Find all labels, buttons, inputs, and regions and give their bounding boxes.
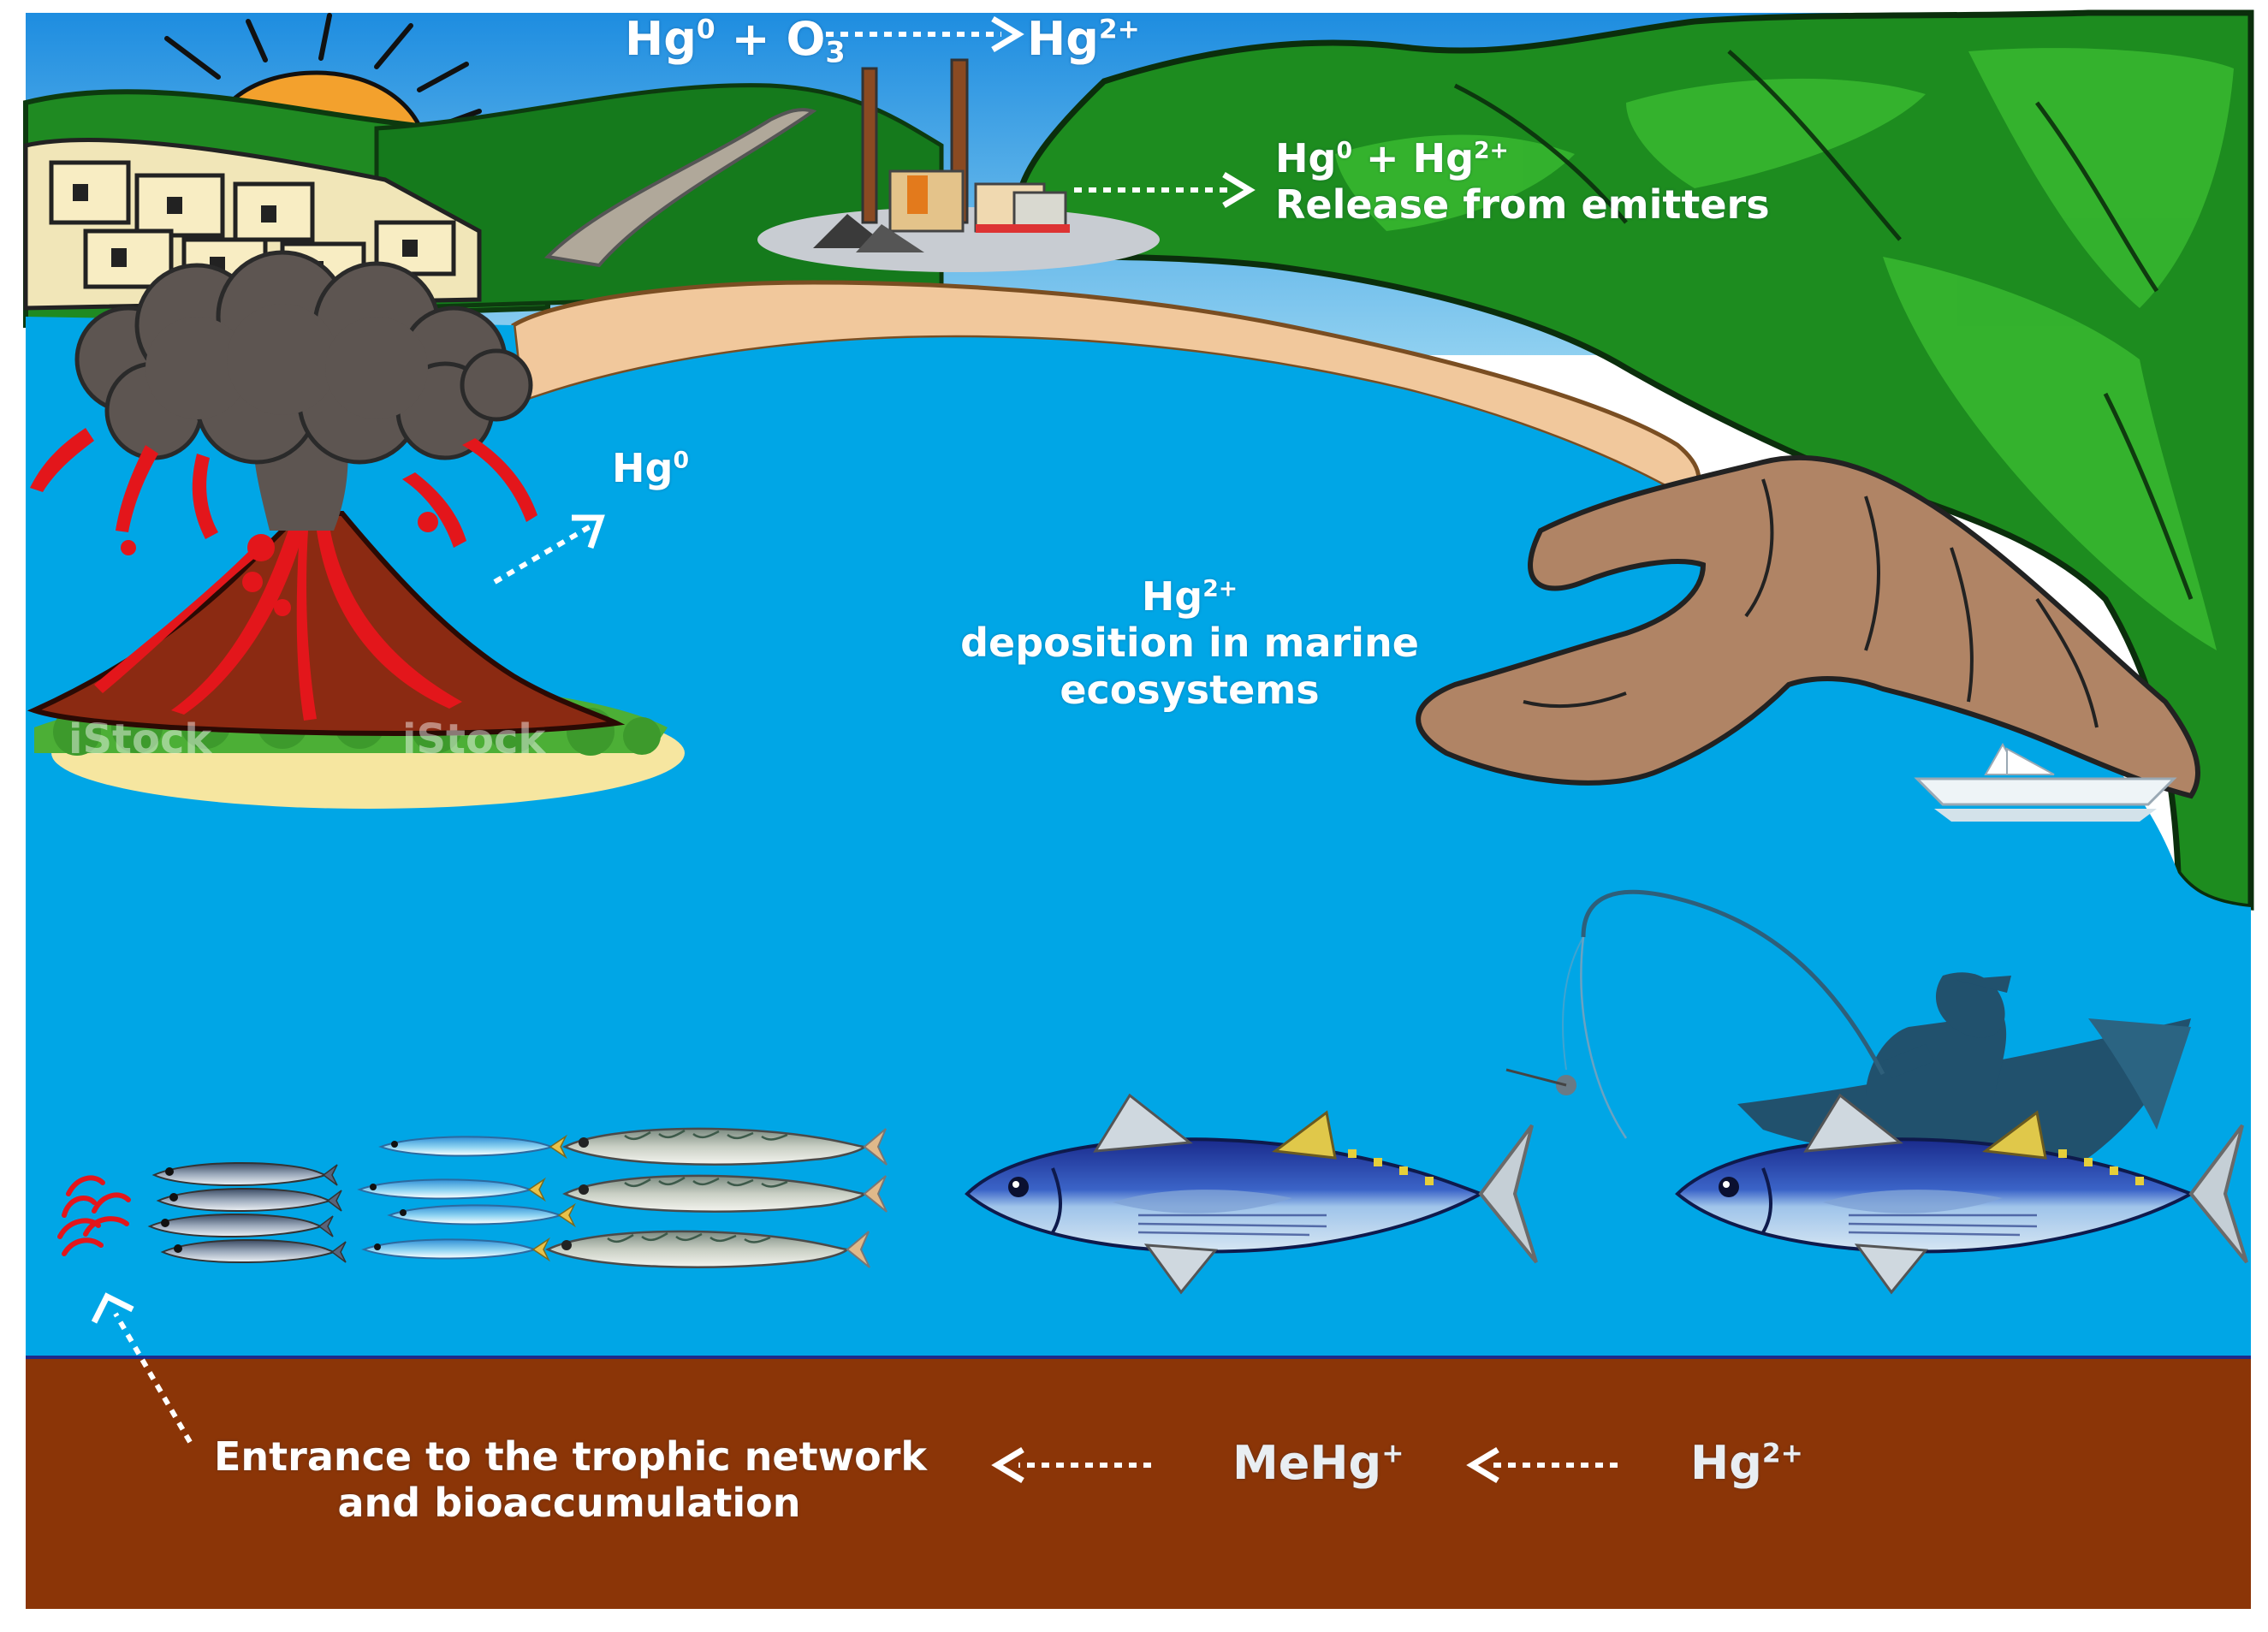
label-trophic: Entrance to the trophic network and bioa… — [214, 1433, 927, 1527]
seabed — [26, 1356, 2251, 1609]
label-oxidation: Hg0 + O3 — [625, 12, 846, 69]
arrow-volcano — [493, 524, 592, 585]
arrow-oxidation-head — [991, 15, 1024, 53]
watermark-right: iStock — [402, 715, 546, 763]
label-volcano-hg0: Hg0 — [612, 445, 689, 491]
label-emitters: Hg0 + Hg2+ Release from emitters — [1275, 135, 1770, 228]
arrow-volcano-head — [572, 514, 605, 549]
label-oxidation-product: Hg2+ — [1027, 12, 1140, 66]
label-seabed-hg2: Hg2+ — [1690, 1436, 1803, 1490]
right-mountain — [1014, 9, 2254, 911]
krill-icon — [57, 1175, 131, 1256]
sea — [26, 317, 2251, 1361]
label-deposition: Hg2+ deposition in marine ecosystems — [960, 573, 1419, 713]
mackerel-school — [546, 1127, 888, 1269]
arrow-methylation-head — [1466, 1446, 1499, 1484]
arrow-trophic-entrance-head — [91, 1292, 134, 1324]
power-plant-icon — [757, 58, 1160, 272]
watermark-left: iStock — [68, 715, 212, 763]
road — [543, 108, 817, 268]
label-methylmercury: MeHg+ — [1232, 1436, 1404, 1490]
rock-headland — [1416, 454, 2200, 799]
arrow-emitters-head — [1222, 171, 1256, 209]
mountain-shading — [1335, 48, 2234, 650]
arrow-trophic-entrance — [113, 1312, 193, 1444]
volcano-icon — [27, 250, 685, 809]
arrow-to-trophic-head — [991, 1446, 1024, 1484]
sailboat-icon — [1914, 742, 2177, 822]
